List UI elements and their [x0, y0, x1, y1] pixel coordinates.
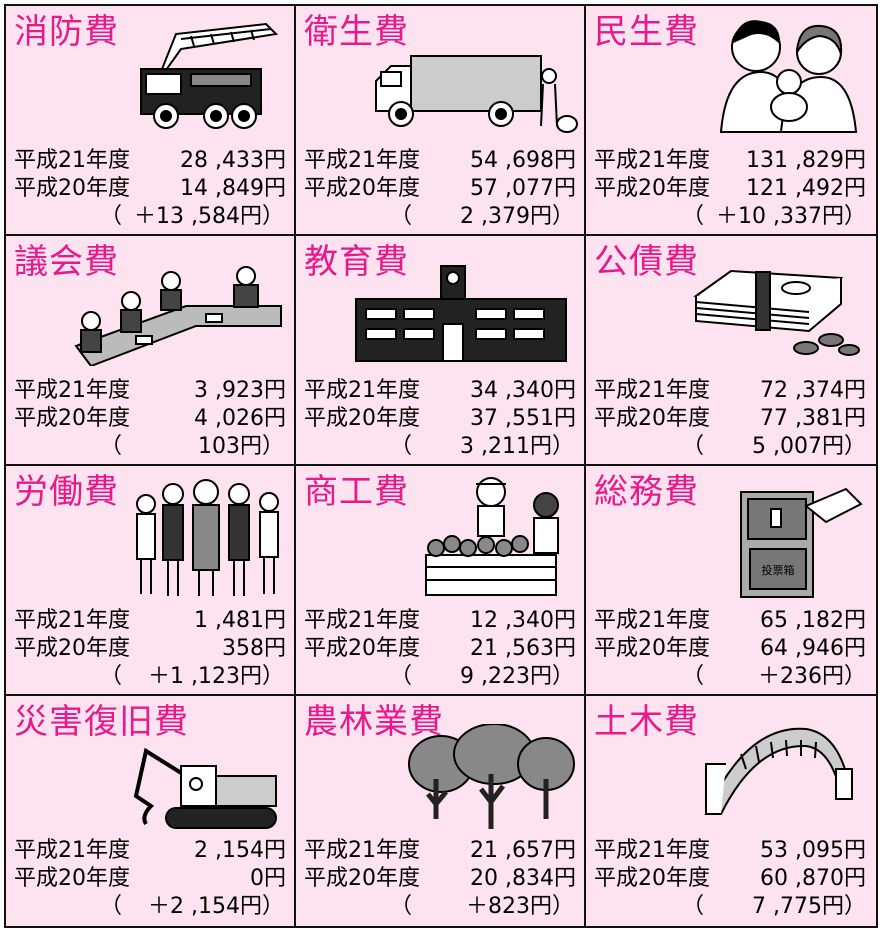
garbage-truck-icon: [375, 55, 578, 133]
difference: （＋10 ,337円）: [681, 204, 866, 229]
difference: （3 ,211円）: [389, 434, 574, 459]
difference: （＋1 ,123円）: [99, 664, 284, 689]
card-title: 公債費: [594, 242, 699, 282]
workers-icon: [136, 479, 279, 596]
fire-truck-icon: [140, 22, 279, 129]
card-title: 災害復旧費: [14, 702, 189, 742]
difference: （＋2 ,154円）: [99, 894, 284, 919]
difference: （103円）: [99, 434, 284, 459]
card-title: 衛生費: [304, 12, 409, 52]
card-title: 農林業費: [304, 702, 444, 742]
excavator-icon: [133, 747, 277, 829]
trees-icon: [408, 724, 575, 829]
card-title: 労働費: [14, 472, 119, 512]
ballot-box-label: 投票箱: [761, 564, 795, 577]
difference: （＋823円）: [389, 894, 574, 919]
market-icon: [425, 477, 559, 596]
family-icon: [719, 20, 858, 133]
bridge-icon: [704, 727, 853, 815]
card-title: 議会費: [14, 242, 119, 282]
money-icon: [693, 269, 860, 356]
difference: （＋236円）: [681, 664, 866, 689]
card-title: 教育費: [304, 242, 409, 282]
card-title: 土木費: [594, 702, 699, 742]
school-icon: [355, 265, 567, 362]
difference: （2 ,379円）: [389, 204, 574, 229]
ballot-box-icon: 投票箱: [736, 484, 866, 599]
difference: （7 ,775円）: [681, 894, 866, 919]
card-title: 総務費: [594, 472, 699, 512]
difference: （5 ,007円）: [681, 434, 866, 459]
card-title: 商工費: [304, 472, 409, 512]
assembly-icon: [74, 266, 282, 366]
difference: （9 ,223円）: [389, 664, 574, 689]
card-title: 消防費: [14, 12, 119, 52]
card-title: 民生費: [594, 12, 699, 52]
difference: （＋13 ,584円）: [99, 204, 284, 229]
